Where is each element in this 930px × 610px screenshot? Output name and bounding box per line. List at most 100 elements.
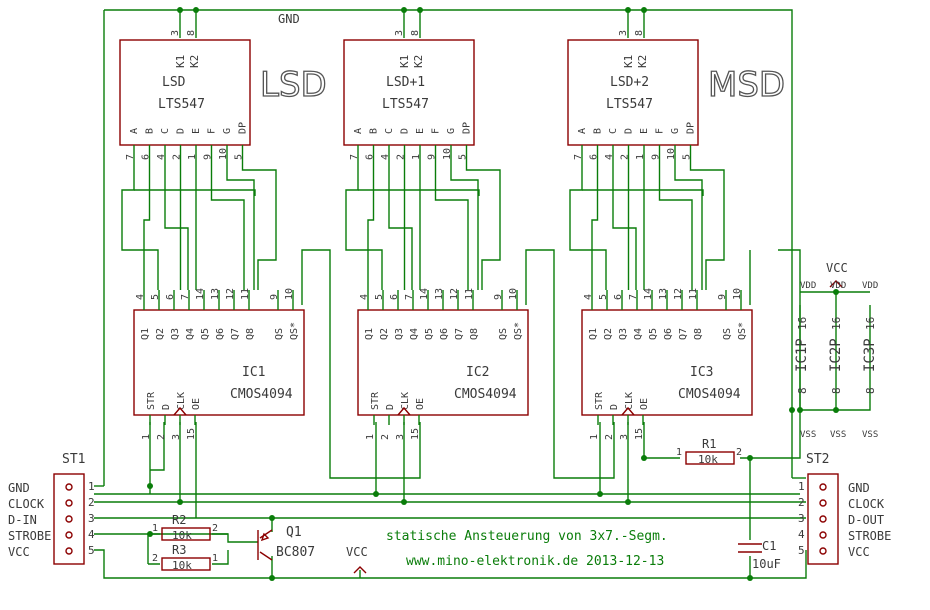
segment-wire	[465, 165, 501, 290]
display-pin-number: 1	[411, 154, 422, 160]
display-pin-name: D	[624, 128, 635, 134]
register-out-name: Q4	[633, 328, 644, 340]
display-body	[567, 39, 699, 146]
segment-wire	[582, 189, 704, 196]
resistor-r3: R3 10k 2 1	[152, 543, 218, 572]
st1-pin-label: CLOCK	[8, 497, 45, 511]
display-pin-number: 4	[380, 154, 391, 160]
register-out-name: Q3	[394, 328, 405, 340]
segment-wire	[658, 165, 693, 290]
display-common-pin8: 8	[634, 30, 645, 36]
register-out-number: 5	[598, 294, 609, 300]
display-body	[343, 39, 475, 146]
r2-body	[161, 527, 211, 541]
register-out-name: Q3	[170, 328, 181, 340]
register-in-number: 3	[395, 434, 406, 440]
display-pin-name: E	[639, 128, 650, 134]
segment-wire	[569, 165, 607, 290]
st2-pin-socket	[819, 483, 827, 491]
r3-pin1: 1	[212, 553, 218, 564]
q1-emitter	[259, 529, 273, 539]
segment-wire	[358, 189, 480, 196]
display-pin-name: DP	[462, 122, 473, 134]
register-type: CMOS4094	[678, 387, 741, 402]
ic1p-ref: IC1P	[794, 338, 810, 372]
st1-pin-socket	[65, 547, 73, 555]
junction-dot	[269, 575, 275, 581]
display-type: LTS547	[382, 97, 429, 112]
register-out-name: Q1	[364, 328, 375, 340]
junction-dot	[797, 407, 803, 413]
c1-ref: C1	[762, 539, 776, 553]
display-body	[119, 39, 251, 146]
display-pin-number: 9	[651, 154, 662, 160]
display-pin-name: D	[400, 128, 411, 134]
register-in-name: STR	[594, 391, 605, 410]
digit-wiring	[121, 165, 725, 290]
power-unit-ic3p: 16 IC3P 8	[862, 317, 878, 394]
st2-pin-number: 5	[798, 544, 805, 557]
register-ref: IC1	[242, 365, 265, 380]
st1-pin-label: STROBE	[8, 529, 51, 543]
segment-wire	[689, 165, 725, 290]
display-pin-name: A	[577, 128, 588, 134]
vss-label-1: VSS	[800, 430, 816, 440]
register-out-number: 14	[643, 288, 654, 300]
display-pin-name: G	[222, 128, 233, 134]
display-pin-name: G	[446, 128, 457, 134]
st2-pin-socket	[819, 515, 827, 523]
r2-value: 10k	[172, 529, 192, 542]
register-out-number: 11	[688, 288, 699, 300]
register-out-name: QS*	[289, 322, 300, 340]
display-pin-number: 4	[604, 154, 615, 160]
segment-wire	[226, 165, 255, 290]
register-out-name: Q3	[618, 328, 629, 340]
display-pin-name: F	[431, 128, 442, 134]
r3-ref: R3	[172, 543, 186, 557]
segment-wire	[612, 165, 637, 290]
resistor-r2: R2 10k 1 2	[152, 513, 218, 542]
vcc-arrow-top	[829, 280, 843, 288]
display-common-k2: K2	[412, 55, 425, 68]
c1-value: 10uF	[752, 557, 781, 571]
vcc-label-top: VCC	[826, 261, 848, 275]
st1-pin-socket	[65, 531, 73, 539]
junction-dots	[147, 7, 839, 581]
display-pin-name: E	[191, 128, 202, 134]
junction-dot	[625, 7, 631, 13]
register-out-number: 7	[628, 294, 639, 300]
register-in-name: STR	[146, 391, 157, 410]
display-pin-name: B	[145, 128, 156, 134]
segment-wire	[434, 165, 469, 290]
register-out-number: 13	[658, 288, 669, 300]
display-common-k2: K2	[636, 55, 649, 68]
junction-dot	[177, 499, 183, 505]
junction-dot	[833, 407, 839, 413]
register-out-name: Q4	[185, 328, 196, 340]
display-pin-number: 10	[442, 148, 453, 160]
vcc-label-bottom: VCC	[346, 545, 368, 559]
st2-body	[807, 473, 839, 565]
register-out-number: 11	[240, 288, 251, 300]
register-in-name: STR	[370, 391, 381, 410]
display-pin-number: 6	[141, 154, 152, 160]
register-out-name: Q7	[230, 328, 241, 340]
display-common-k1: K1	[398, 55, 411, 68]
display-pin-number: 10	[218, 148, 229, 160]
display-common-k1: K1	[622, 55, 635, 68]
register-out-name: Q1	[588, 328, 599, 340]
r1-pin2: 2	[736, 447, 742, 458]
display-common-pin3: 3	[394, 30, 405, 36]
ic2p-ref: IC2P	[828, 338, 844, 372]
register-out-name: Q6	[439, 328, 450, 340]
segment-wire	[164, 165, 189, 290]
st1-pin-number: 5	[88, 544, 95, 557]
r3-pin2: 2	[152, 553, 158, 564]
display-pin-name: B	[369, 128, 380, 134]
display-pin-number: 6	[589, 154, 600, 160]
vdd-label-1: VDD	[800, 281, 816, 291]
q1-type: BC807	[276, 545, 315, 560]
junction-dot	[597, 491, 603, 497]
vss-label-3: VSS	[862, 430, 878, 440]
st1-body	[53, 473, 85, 565]
